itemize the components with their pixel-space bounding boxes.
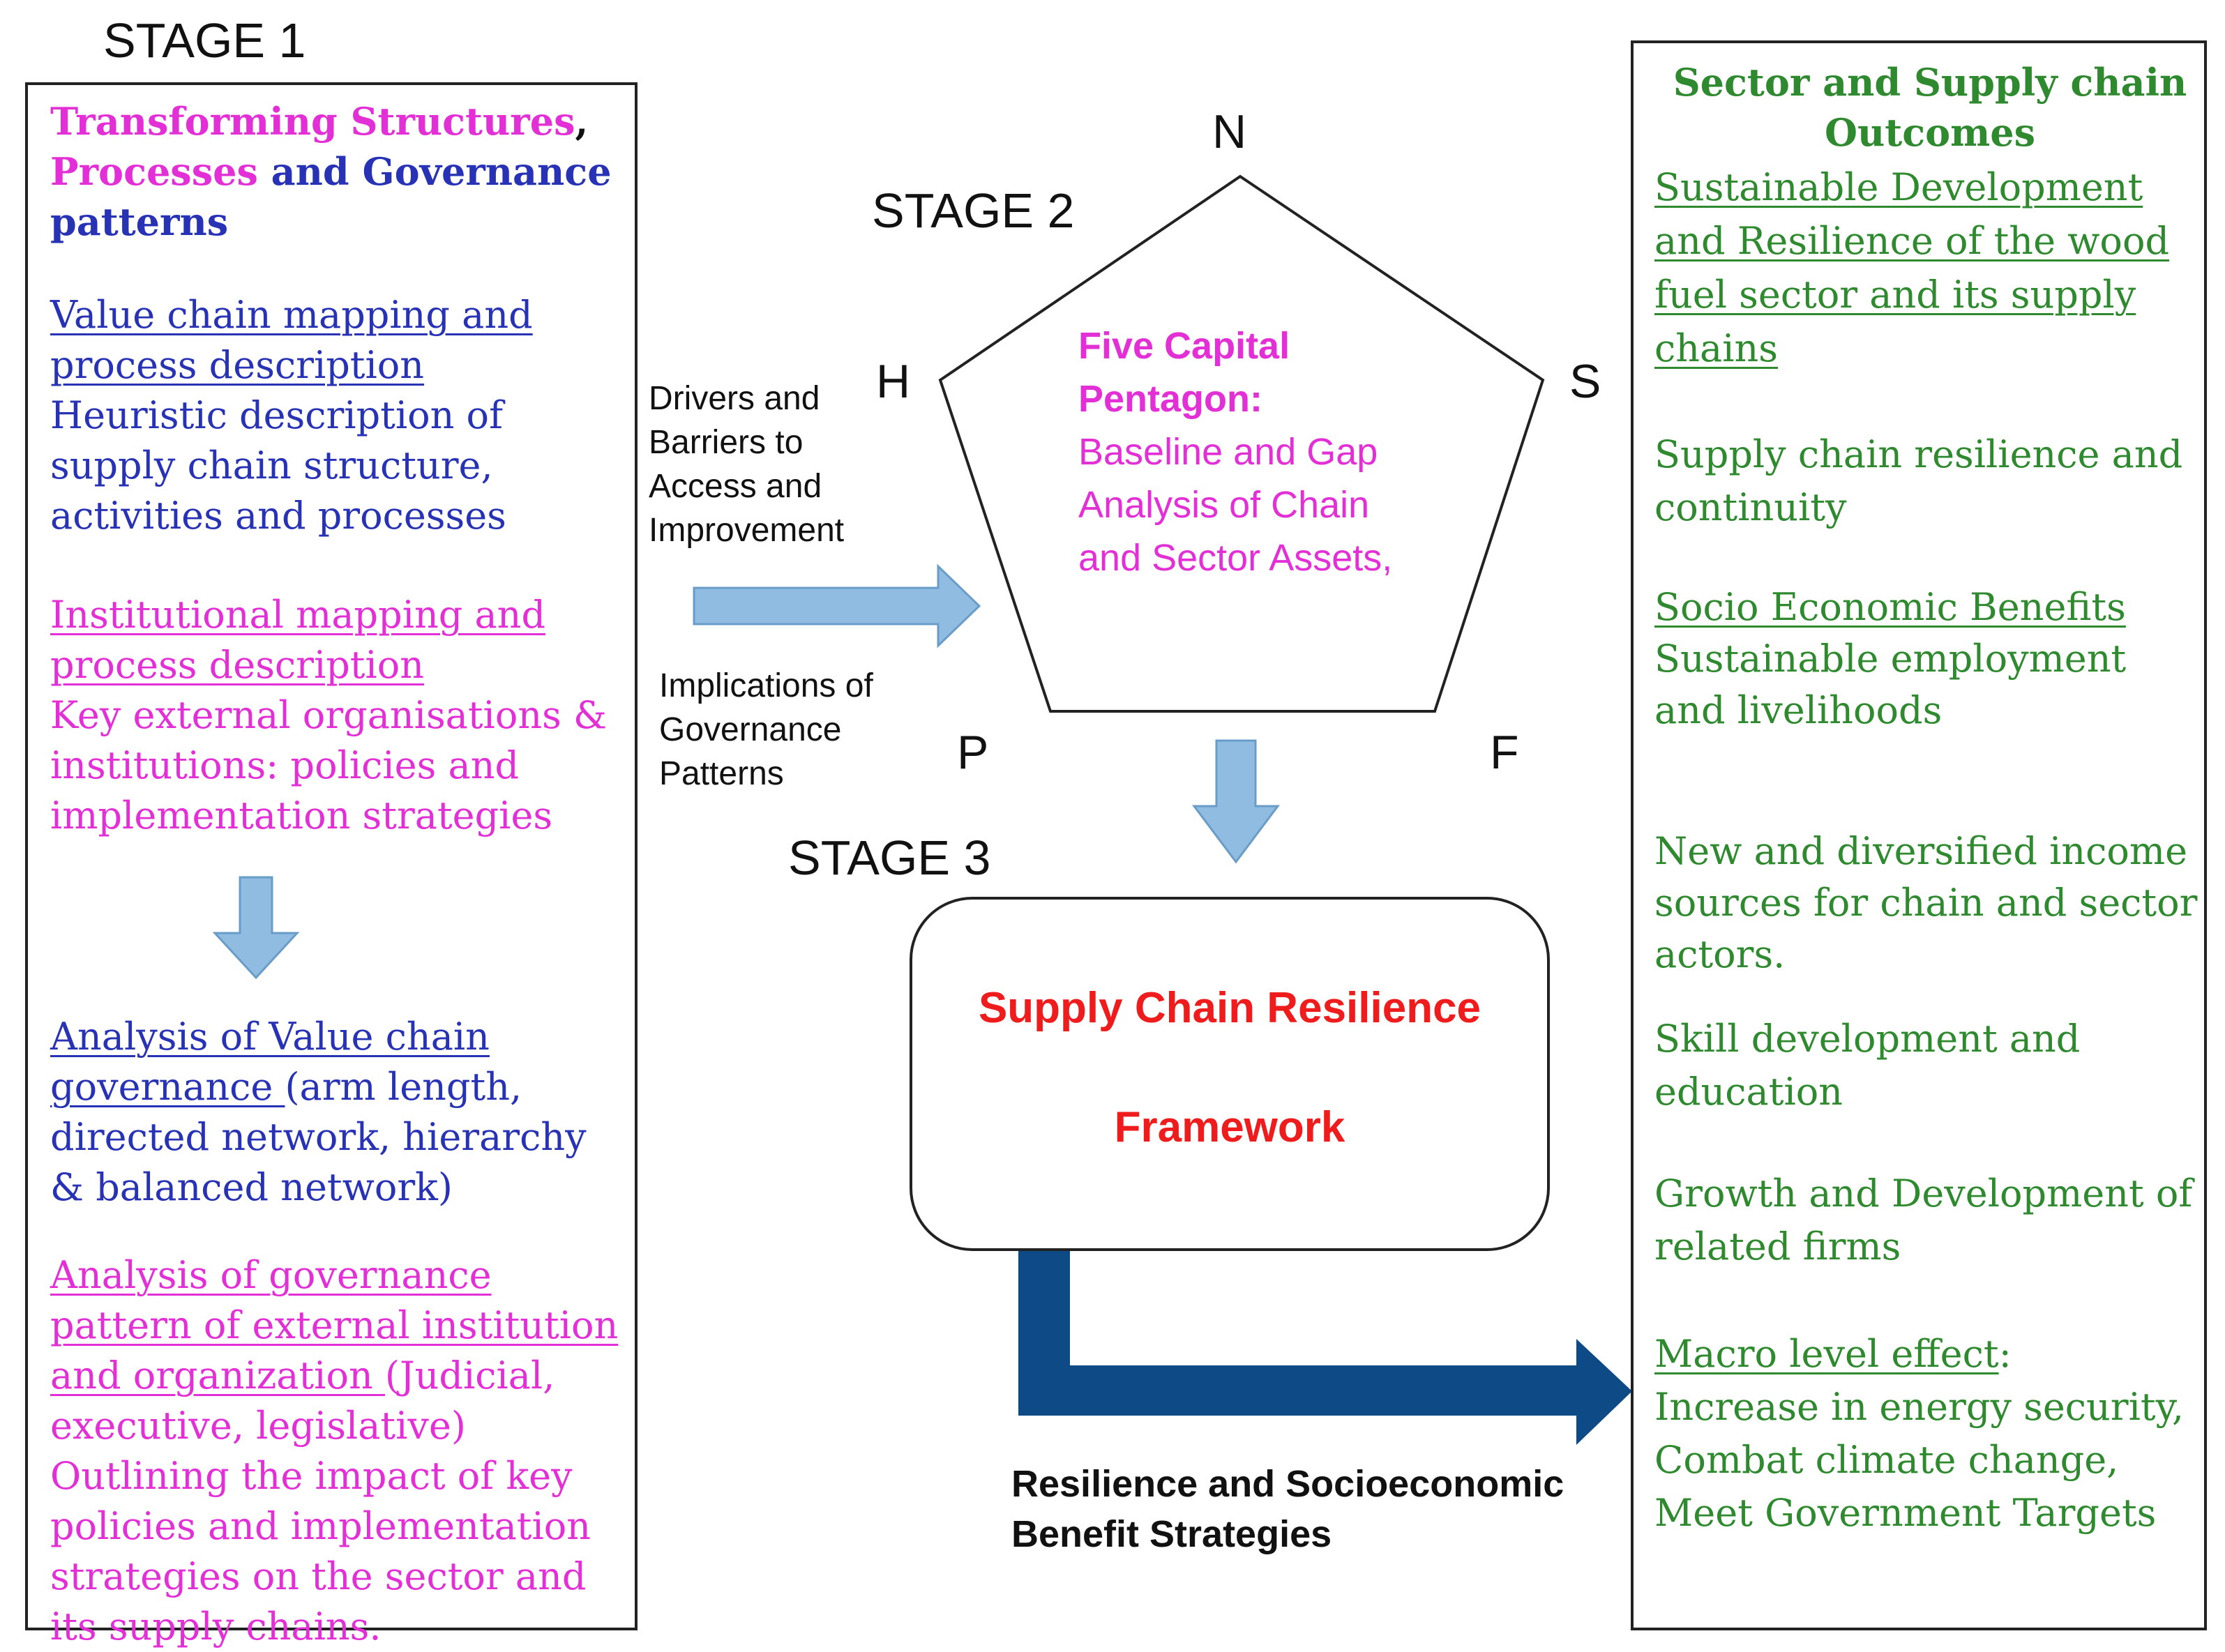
external-governance-heading: Analysis of governance pattern of extern… [50, 1253, 619, 1397]
outcomes-content: Sector and Supply chain Outcomes Sustain… [1654, 57, 2205, 1540]
pentagon-body: Baseline and Gap Analysis of Chain and S… [1078, 431, 1393, 579]
value-chain-mapping-body: Heuristic description of supply chain st… [50, 393, 506, 538]
framework-title: Supply Chain Resilience Framework [910, 983, 1550, 1152]
value-chain-governance-heading: Analysis of Value chain governance [50, 1015, 490, 1109]
stage1-title-part2: Processes [50, 149, 258, 194]
five-capital-pentagon [938, 174, 1545, 713]
value-chain-governance-body: (arm length, directed network, hierarchy… [50, 1065, 587, 1209]
pentagon-text: Five Capital Pentagon: Baseline and Gap … [1078, 319, 1441, 584]
outcome-income-sources: New and diversified income sources for c… [1654, 829, 2198, 976]
macro-colon: : [1998, 1332, 2012, 1376]
framework-line1: Supply Chain Resilience [978, 984, 1481, 1032]
vertex-h-label: H [876, 355, 911, 408]
vertex-n-label: N [1212, 105, 1247, 158]
stage1-content: Transforming Structures, Processes and G… [50, 96, 629, 1652]
institutional-mapping-body: Key external organisations & institution… [50, 693, 608, 838]
stage1-title-part1: Transforming Structures [50, 99, 575, 144]
stage1-title-part3: and Governance patterns [50, 149, 612, 244]
outcome-resilience: Supply chain resilience and continuity [1654, 432, 2183, 529]
outcome-skills: Skill development and education [1654, 1017, 2081, 1114]
outcome-macro: Macro level effect: Increase in energy s… [1654, 1328, 2205, 1540]
stage3-label: STAGE 3 [788, 831, 991, 885]
vertex-f-label: F [1490, 726, 1519, 779]
right-arrow-icon [693, 563, 981, 649]
down-arrow-icon [1192, 739, 1280, 864]
stage1-box [25, 82, 638, 1630]
stage1-title: Transforming Structures, Processes and G… [50, 96, 629, 247]
outcome-socio-economic: Socio Economic Benefits Sustainable empl… [1654, 582, 2205, 736]
value-chain-mapping-heading: Value chain mapping and process descript… [50, 293, 533, 387]
down-arrow-icon [212, 876, 300, 980]
stage1-down-arrow [211, 876, 629, 1012]
vertex-s-label: S [1569, 355, 1601, 408]
macro-body: Increase in energy security, Combat clim… [1654, 1385, 2185, 1535]
stage1-section-institutional: Institutional mapping and process descri… [50, 590, 629, 841]
pentagon-title: Five Capital Pentagon: [1078, 325, 1290, 420]
external-governance-body: (Judicial, executive, legislative) Outli… [50, 1354, 591, 1649]
outcomes-box [1631, 40, 2207, 1630]
stage1-label: STAGE 1 [103, 13, 306, 68]
macro-heading: Macro level effect [1654, 1332, 1999, 1376]
stage1-section-value-chain: Value chain mapping and process descript… [50, 290, 629, 541]
strategies-label: Resilience and Socioeconomic Benefit Str… [1011, 1463, 1564, 1555]
outcomes-title: Sector and Supply chain Outcomes [1673, 60, 2187, 155]
institutional-mapping-heading: Institutional mapping and process descri… [50, 593, 546, 687]
stage2-label: STAGE 2 [872, 183, 1075, 238]
drivers-barriers-note: Drivers and Barriers to Access and Impro… [649, 380, 845, 549]
stage1-section-value-governance: Analysis of Value chain governance (arm … [50, 1012, 629, 1213]
implications-note: Implications of Governance Patterns [659, 667, 873, 792]
socio-economic-heading: Socio Economic Benefits [1654, 585, 2126, 629]
framework-box [910, 897, 1550, 1251]
framework-line2: Framework [1114, 1103, 1345, 1151]
outcome-growth: Growth and Development of related firms [1654, 1172, 2193, 1268]
strategy-arrow-icon [1018, 1248, 1632, 1445]
outcome-sustainable-development: Sustainable Development and Resilience o… [1654, 165, 2170, 370]
stage1-title-comma: , [575, 99, 589, 144]
stage1-section-external-governance: Analysis of governance pattern of extern… [50, 1250, 629, 1652]
vertex-p-label: P [957, 726, 989, 779]
socio-economic-body: Sustainable employment and livelihoods [1654, 637, 2127, 732]
